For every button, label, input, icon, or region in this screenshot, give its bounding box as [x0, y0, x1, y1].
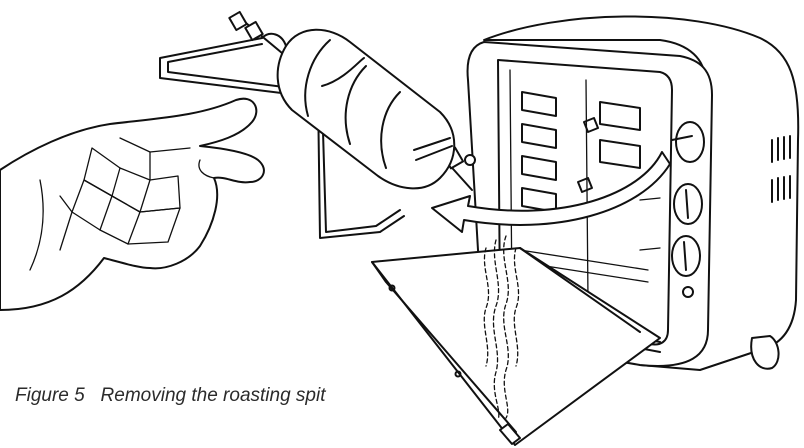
heat-wave-icon: [483, 235, 520, 421]
curved-arrow-icon: [431, 151, 671, 233]
roasting-spit: [159, 10, 476, 239]
oven-foot: [750, 335, 780, 370]
spit-fork: [413, 137, 453, 161]
door-panel: [371, 247, 661, 446]
glove: [0, 97, 265, 311]
door-handle: [499, 423, 521, 445]
roast-meat: [276, 28, 456, 190]
spit-rod: [239, 17, 289, 59]
spit-socket: [583, 117, 599, 133]
oven-door-open: [371, 247, 661, 446]
figure-caption: Figure 5 Removing the roasting spit: [15, 385, 326, 406]
indicator-light: [682, 286, 694, 298]
oven-mitt-hand: [0, 97, 265, 311]
timer-knob: [675, 121, 705, 163]
control-knobs: [671, 121, 705, 298]
spit-handle-frame: [159, 37, 323, 99]
vent-slots: [771, 135, 791, 203]
